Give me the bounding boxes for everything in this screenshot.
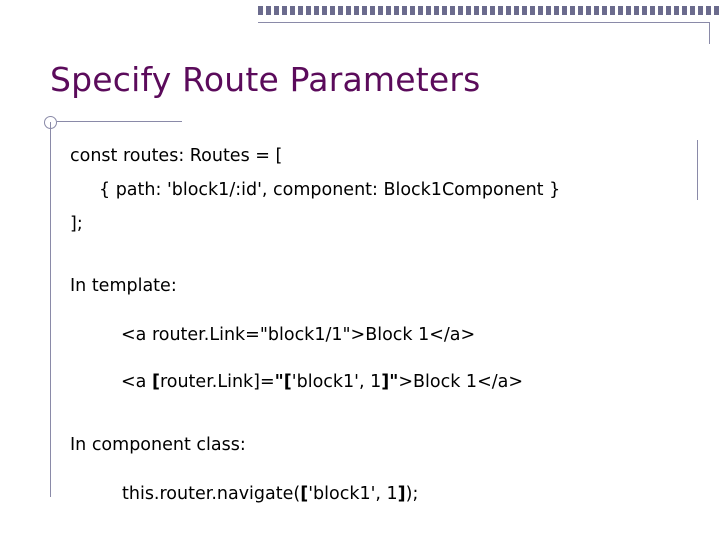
- top-horizontal-rule: [258, 22, 710, 23]
- top-right-vertical-rule: [709, 22, 710, 44]
- body-right-vertical-rule: [697, 140, 698, 200]
- template-example-2-array-open: [: [283, 372, 292, 392]
- top-dotted-band: [258, 6, 720, 15]
- title-underline-rule: [57, 121, 182, 122]
- template-example-2-array-items: 'block1', 1: [291, 372, 382, 392]
- template-example-2-part3: router.Link]=: [159, 372, 275, 392]
- template-example-2: <a [router.Link]="['block1', 1]">Block 1…: [121, 372, 523, 392]
- template-example-2-part9: >Block 1</a>: [398, 372, 524, 392]
- template-example-1: <a router.Link="block1/1">Block 1</a>: [121, 325, 476, 345]
- component-example-1: this.router.navigate(['block1', 1]);: [122, 484, 418, 504]
- template-example-2-open-bracket: [: [151, 372, 160, 392]
- template-example-2-open-quote: ": [274, 372, 284, 392]
- component-example-array-close: ]: [397, 484, 406, 504]
- code-line-3: ];: [70, 214, 83, 234]
- component-example-part1: this.router.navigate(: [122, 484, 301, 504]
- template-example-2-close-quote: ": [389, 372, 399, 392]
- component-example-array-items: 'block1', 1: [308, 484, 398, 504]
- component-example-array-open: [: [300, 484, 309, 504]
- left-vertical-rule: [50, 122, 51, 497]
- code-line-1: const routes: Routes = [: [70, 146, 283, 166]
- component-section-label: In component class:: [70, 435, 246, 455]
- template-example-2-array-close: ]: [381, 372, 390, 392]
- code-line-2: { path: 'block1/:id', component: Block1C…: [99, 180, 561, 200]
- page-title: Specify Route Parameters: [50, 60, 481, 99]
- component-example-part5: );: [405, 484, 419, 504]
- template-example-2-part1: <a: [121, 372, 152, 392]
- template-section-label: In template:: [70, 276, 177, 296]
